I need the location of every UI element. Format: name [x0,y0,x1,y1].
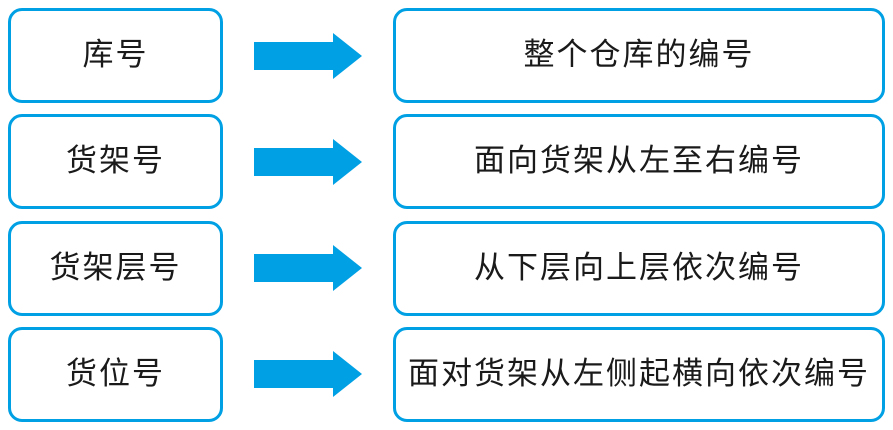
term-box: 货架号 [8,114,223,210]
term-label: 货位号 [66,355,165,392]
term-box: 货位号 [8,326,223,422]
description-label: 从下层向上层依次编号 [474,249,804,286]
right-arrow-icon [223,245,393,292]
right-arrow-icon [223,32,393,79]
diagram-row: 货架号 面向货架从左至右编号 [8,114,885,210]
description-label: 面向货架从左至右编号 [474,143,804,180]
description-box: 面向货架从左至右编号 [393,114,885,210]
diagram-row: 库号 整个仓库的编号 [8,8,885,103]
diagram-row: 货架层号 从下层向上层依次编号 [8,220,885,316]
right-arrow-icon [223,351,393,398]
right-arrow-icon [223,138,393,185]
term-label: 货架层号 [49,249,182,286]
term-label: 货架号 [66,143,165,180]
description-box: 整个仓库的编号 [393,8,885,103]
description-label: 面对货架从左侧起横向依次编号 [408,355,870,392]
term-box: 货架层号 [8,220,223,316]
term-label: 库号 [82,37,149,73]
description-label: 整个仓库的编号 [523,37,755,73]
description-box: 从下层向上层依次编号 [393,220,885,316]
term-box: 库号 [8,8,223,103]
description-box: 面对货架从左侧起横向依次编号 [393,326,885,422]
diagram-row: 货位号 面对货架从左侧起横向依次编号 [8,326,885,422]
